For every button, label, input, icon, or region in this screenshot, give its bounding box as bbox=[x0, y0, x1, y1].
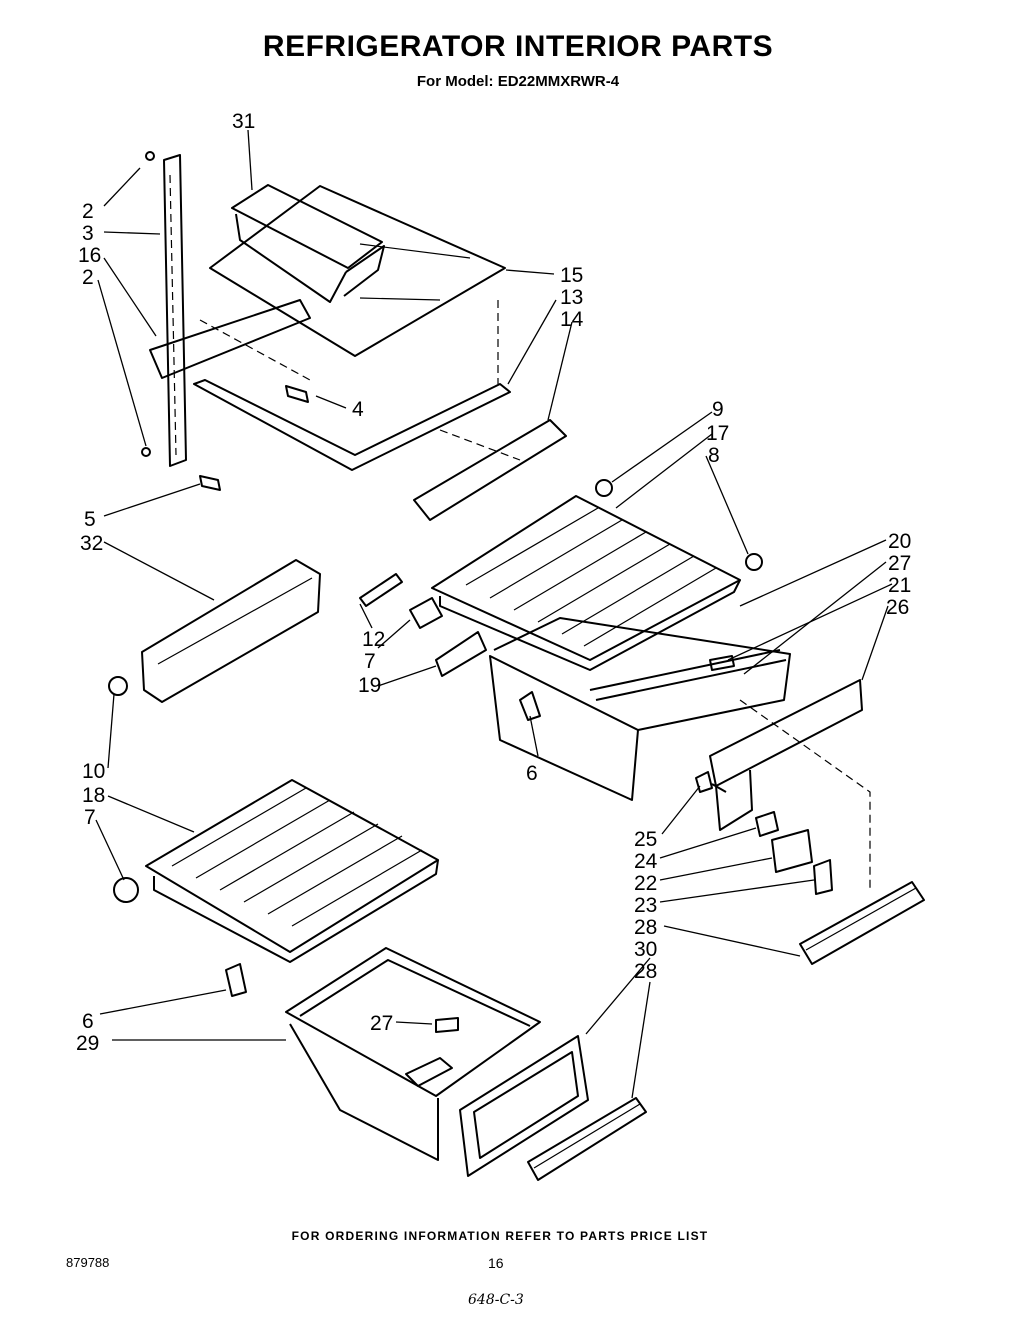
callout-17: 17 bbox=[706, 422, 729, 445]
callout-18: 18 bbox=[82, 784, 105, 807]
callout-7-lower: 7 bbox=[84, 806, 96, 829]
callout-13: 13 bbox=[560, 286, 583, 309]
wire-shelf-18 bbox=[113, 779, 439, 963]
shelf-rail-3 bbox=[141, 151, 187, 467]
callout-6-lower: 6 bbox=[82, 1010, 94, 1033]
trim-28-lower bbox=[527, 1097, 647, 1181]
crisper-bin-31 bbox=[231, 184, 385, 303]
pan-29 bbox=[285, 947, 541, 1161]
callout-19: 19 bbox=[358, 674, 381, 697]
callout-31: 31 bbox=[232, 110, 255, 133]
screw-5 bbox=[199, 475, 221, 491]
callout-14: 14 bbox=[560, 308, 584, 331]
callout-labels: 31 2 3 16 2 15 13 14 4 5 32 12 7 19 9 17… bbox=[76, 110, 911, 1055]
callout-22: 22 bbox=[634, 872, 657, 895]
ordering-note: FOR ORDERING INFORMATION REFER TO PARTS … bbox=[291, 1229, 709, 1243]
trim-28-right bbox=[799, 881, 925, 965]
callout-5: 5 bbox=[84, 508, 96, 531]
callout-23: 23 bbox=[634, 894, 657, 917]
callout-25: 25 bbox=[634, 828, 657, 851]
shelf-trim-14 bbox=[413, 419, 567, 521]
callout-27-lower: 27 bbox=[370, 1012, 393, 1035]
callout-15: 15 bbox=[560, 264, 583, 287]
model-line: For Model: ED22MMXRWR-4 bbox=[416, 73, 620, 90]
cover-32 bbox=[108, 559, 321, 703]
callout-29: 29 bbox=[76, 1032, 99, 1055]
glass-shelf-15 bbox=[209, 185, 506, 357]
screw-21 bbox=[709, 655, 735, 671]
callout-32: 32 bbox=[80, 532, 103, 555]
hinge-6-upper bbox=[519, 691, 541, 721]
slide-19 bbox=[435, 631, 487, 677]
callout-6-upper: 6 bbox=[526, 762, 538, 785]
shelf-frame-13 bbox=[149, 299, 511, 471]
callout-3: 3 bbox=[82, 222, 94, 245]
hinge-6-lower bbox=[225, 963, 247, 997]
wire-shelf-17 bbox=[431, 479, 763, 671]
pan-cover-30 bbox=[459, 1035, 589, 1177]
drawer-26 bbox=[489, 617, 871, 890]
screw-4 bbox=[285, 385, 309, 403]
callout-28-right: 28 bbox=[634, 916, 657, 939]
callout-28-lower: 28 bbox=[634, 960, 657, 983]
callout-26: 26 bbox=[886, 596, 909, 619]
callout-24: 24 bbox=[634, 850, 658, 873]
leader-lines bbox=[95, 129, 893, 1099]
callout-7-upper: 7 bbox=[364, 650, 376, 673]
callout-2-upper: 2 bbox=[82, 200, 94, 223]
callout-30: 30 bbox=[634, 938, 657, 961]
callout-4: 4 bbox=[352, 398, 364, 421]
callout-10: 10 bbox=[82, 760, 105, 783]
page-title: REFRIGERATOR INTERIOR PARTS bbox=[262, 30, 774, 63]
callout-21: 21 bbox=[888, 574, 911, 597]
callout-8: 8 bbox=[708, 444, 720, 467]
callout-20: 20 bbox=[888, 530, 911, 553]
bracket-7-upper bbox=[409, 597, 443, 629]
handwritten-note: 648-C-3 bbox=[468, 1292, 524, 1308]
callout-12: 12 bbox=[362, 628, 385, 651]
pivot-12 bbox=[359, 573, 403, 607]
page-number: 16 bbox=[488, 1255, 504, 1271]
document-code: 879788 bbox=[66, 1255, 110, 1270]
callout-9: 9 bbox=[712, 398, 724, 421]
callout-2-lower: 2 bbox=[82, 266, 94, 289]
callout-27-upper: 27 bbox=[888, 552, 911, 575]
callout-16: 16 bbox=[78, 244, 101, 267]
